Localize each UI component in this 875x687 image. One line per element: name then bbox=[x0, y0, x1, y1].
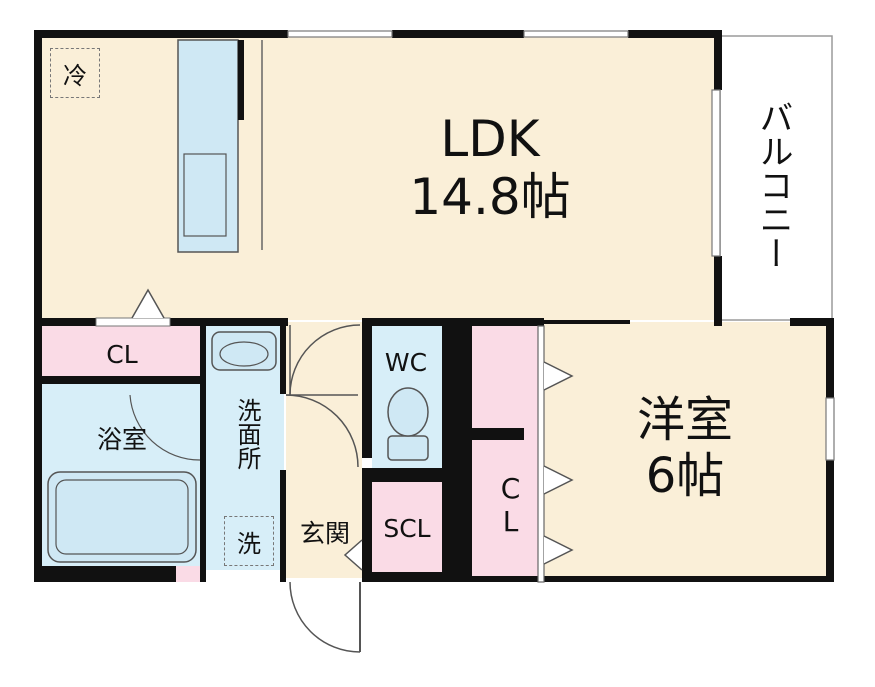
closet-door-2 bbox=[543, 465, 574, 495]
wall-mid-left-2 bbox=[170, 318, 288, 326]
shoe-closet-label: SCL bbox=[383, 514, 431, 543]
hall-door-swing bbox=[289, 324, 361, 396]
closet-upper-floor bbox=[42, 326, 202, 376]
washer-icon: 洗 bbox=[224, 516, 274, 566]
refrigerator-icon: 冷 bbox=[50, 48, 100, 98]
window-right bbox=[825, 397, 835, 461]
ldk-door-opening bbox=[95, 317, 171, 327]
wall-mid-left bbox=[34, 318, 96, 326]
wall-top-mid bbox=[392, 30, 524, 38]
kitchen-sink bbox=[183, 153, 227, 237]
shoe-closet-door bbox=[343, 539, 363, 571]
wall-western-top bbox=[544, 320, 630, 324]
balcony-window bbox=[711, 89, 721, 257]
wc-label: WC bbox=[384, 348, 428, 377]
wall-hall-scl bbox=[362, 474, 372, 582]
wall-wc-closet bbox=[442, 318, 472, 582]
washroom-label: 洗面所 bbox=[233, 398, 261, 470]
window-top-2 bbox=[523, 30, 629, 38]
toilet-bowl bbox=[387, 387, 429, 437]
wall-western-top-2 bbox=[790, 318, 834, 326]
western-room-label: 洋室 6帖 bbox=[600, 392, 770, 504]
wall-ldk-right-lower bbox=[714, 256, 722, 326]
closet-upper-label: CL bbox=[106, 340, 138, 369]
closet-door-1 bbox=[543, 361, 574, 391]
wall-closet-bath bbox=[34, 376, 206, 384]
wall-top-left bbox=[36, 30, 288, 38]
shoe-closet-floor bbox=[372, 482, 442, 574]
wall-right-bottom bbox=[826, 460, 834, 582]
closet-door-3 bbox=[543, 535, 574, 565]
washer-symbol: 洗 bbox=[237, 529, 261, 558]
wall-top-right bbox=[628, 30, 720, 38]
wall-bottom-mid bbox=[362, 572, 472, 582]
closet-western-floor bbox=[472, 326, 538, 576]
wall-closet-western bbox=[537, 325, 545, 583]
wash-basin-bowl bbox=[219, 341, 269, 367]
western-room-floor bbox=[540, 322, 832, 578]
wall-hall-wc bbox=[362, 318, 372, 458]
bath-label: 浴室 bbox=[96, 425, 147, 454]
wall-left bbox=[34, 30, 42, 582]
western-room-size: 6帖 bbox=[645, 448, 725, 504]
hall-floor bbox=[286, 322, 362, 578]
wall-bath-wash bbox=[200, 326, 206, 582]
ldk-label: LDK 14.8帖 bbox=[365, 110, 615, 226]
ldk-door-arrow bbox=[131, 288, 165, 319]
ldk-floor bbox=[36, 36, 720, 320]
bathtub-inner bbox=[55, 479, 189, 555]
balcony-label: バルコニー bbox=[753, 100, 793, 270]
wall-bottom-right bbox=[472, 576, 834, 582]
toilet-tank bbox=[387, 435, 429, 461]
balcony-area bbox=[719, 35, 833, 321]
bath-door-swing bbox=[129, 394, 201, 461]
wall-closet-stub bbox=[472, 428, 524, 440]
wall-wash-hall bbox=[280, 326, 286, 394]
entrance-label: 玄関 bbox=[299, 519, 350, 548]
wall-bottom-left bbox=[34, 566, 176, 582]
closet-western-label: CL bbox=[494, 472, 527, 538]
ldk-size: 14.8帖 bbox=[409, 168, 571, 226]
kitchen-partition bbox=[238, 40, 244, 120]
refrigerator-symbol: 冷 bbox=[63, 61, 87, 90]
western-room-name: 洋室 bbox=[636, 392, 733, 448]
wall-right-lower bbox=[826, 318, 834, 398]
window-top-1 bbox=[287, 30, 393, 38]
wall-wc-scl bbox=[362, 468, 446, 482]
wall-ldk-right-upper bbox=[714, 30, 722, 90]
ldk-name: LDK bbox=[440, 110, 540, 168]
entrance-door-swing bbox=[289, 581, 361, 653]
wall-wash-hall-2 bbox=[280, 470, 286, 582]
washroom-door-swing bbox=[285, 394, 359, 468]
bottom-pink-strip bbox=[176, 566, 204, 582]
